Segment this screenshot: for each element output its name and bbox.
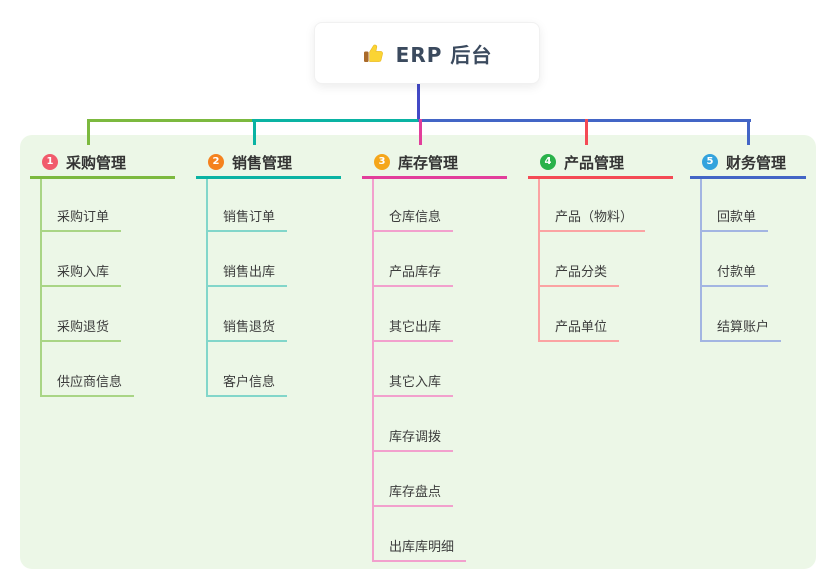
branch-title: 产品管理 — [564, 153, 625, 172]
child-node[interactable]: 产品库存 — [372, 261, 454, 287]
child-node[interactable]: 客户信息 — [206, 371, 288, 397]
branch-trunk-line — [372, 179, 374, 560]
child-node[interactable]: 付款单 — [700, 261, 769, 287]
branch-underline — [528, 176, 673, 179]
branch-drop-line — [87, 119, 90, 145]
branch-trunk-line — [700, 179, 702, 340]
child-node[interactable]: 产品（物料） — [538, 206, 646, 232]
branch-underline — [362, 176, 507, 179]
bus-segment-right — [418, 119, 751, 122]
child-node[interactable]: 采购订单 — [40, 206, 122, 232]
child-node[interactable]: 采购退货 — [40, 316, 122, 342]
child-node[interactable]: 销售退货 — [206, 316, 288, 342]
branch-underline — [690, 176, 806, 179]
branch-node-4[interactable]: 4 产品管理 — [540, 151, 624, 173]
root-label: ERP 后台 — [395, 42, 493, 67]
branch-drop-line — [253, 119, 256, 145]
child-node[interactable]: 产品分类 — [538, 261, 620, 287]
branch-node-3[interactable]: 3 库存管理 — [374, 151, 458, 173]
branch-underline — [196, 176, 341, 179]
child-node[interactable]: 出库库明细 — [372, 536, 467, 562]
branch-badge: 2 — [208, 154, 224, 170]
child-node[interactable]: 回款单 — [700, 206, 769, 232]
branches-panel — [20, 135, 816, 569]
branch-node-5[interactable]: 5 财务管理 — [702, 151, 786, 173]
branch-badge: 5 — [702, 154, 718, 170]
bus-segment-left — [87, 119, 254, 122]
branch-drop-line — [419, 119, 422, 145]
root-node[interactable]: ERP 后台 — [314, 22, 540, 84]
branch-badge: 1 — [42, 154, 58, 170]
child-node[interactable]: 仓库信息 — [372, 206, 454, 232]
branch-trunk-line — [538, 179, 540, 340]
branch-trunk-line — [206, 179, 208, 395]
branch-underline — [30, 176, 175, 179]
child-node[interactable]: 销售订单 — [206, 206, 288, 232]
child-node[interactable]: 供应商信息 — [40, 371, 135, 397]
branch-node-2[interactable]: 2 销售管理 — [208, 151, 292, 173]
child-node[interactable]: 库存盘点 — [372, 481, 454, 507]
branch-title: 销售管理 — [232, 153, 293, 172]
root-stem-line — [417, 82, 420, 122]
child-node[interactable]: 库存调拨 — [372, 426, 454, 452]
branch-title: 采购管理 — [66, 153, 127, 172]
branch-badge: 4 — [540, 154, 556, 170]
branch-title: 库存管理 — [398, 153, 459, 172]
branch-node-1[interactable]: 1 采购管理 — [42, 151, 126, 173]
branch-badge: 3 — [374, 154, 390, 170]
branch-drop-line — [585, 119, 588, 145]
branch-drop-line — [747, 119, 750, 145]
child-node[interactable]: 其它出库 — [372, 316, 454, 342]
child-node[interactable]: 产品单位 — [538, 316, 620, 342]
thumbs-up-icon — [362, 41, 386, 65]
bus-segment-mid — [252, 119, 420, 122]
child-node[interactable]: 采购入库 — [40, 261, 122, 287]
child-node[interactable]: 其它入库 — [372, 371, 454, 397]
branch-title: 财务管理 — [726, 153, 787, 172]
child-node[interactable]: 销售出库 — [206, 261, 288, 287]
branch-trunk-line — [40, 179, 42, 395]
child-node[interactable]: 结算账户 — [700, 316, 782, 342]
